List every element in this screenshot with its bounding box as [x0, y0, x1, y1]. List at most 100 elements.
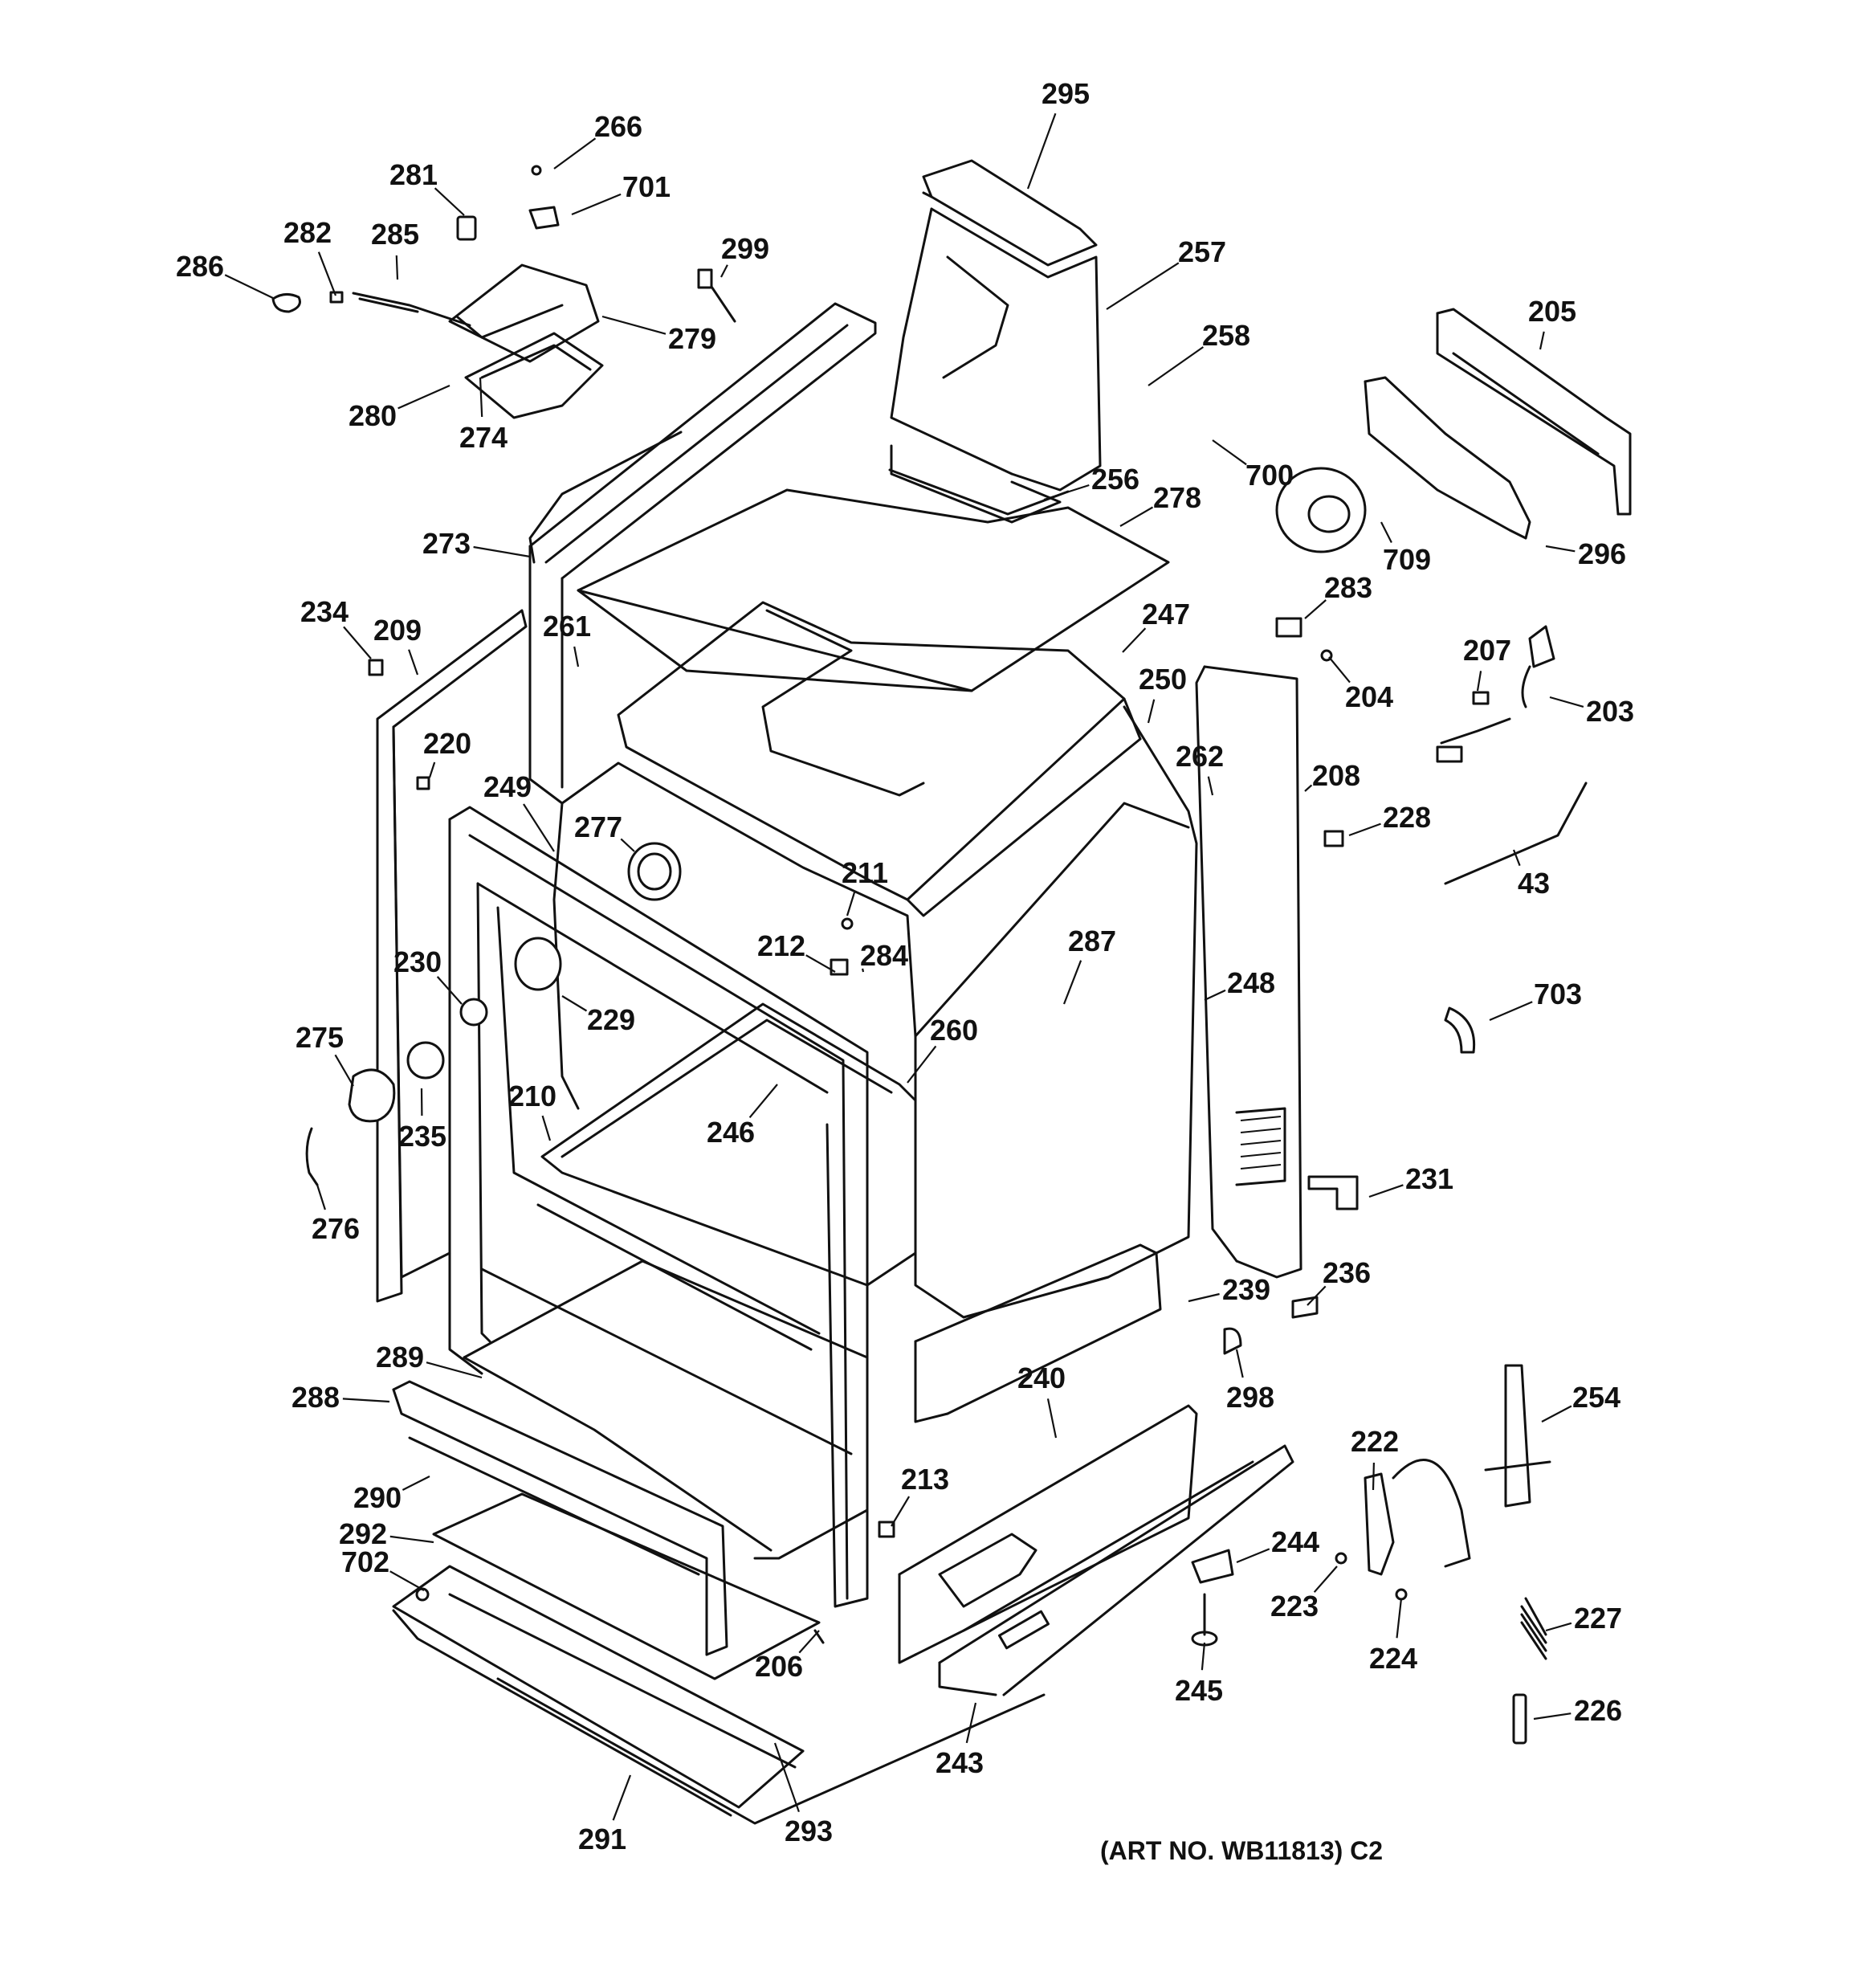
side-panel-right [1195, 665, 1302, 1279]
part-number-290: 290 [353, 1481, 402, 1514]
part-number-296: 296 [1578, 537, 1626, 570]
part-number-289: 289 [376, 1341, 424, 1374]
callout-296: 296 [1545, 537, 1626, 570]
callout-275: 275 [296, 1021, 354, 1087]
callout-247: 247 [1122, 598, 1190, 653]
top-panel [528, 431, 1170, 692]
callout-293: 293 [773, 1742, 833, 1847]
leader-line-43 [1512, 849, 1521, 867]
leader-line-243 [965, 1702, 977, 1744]
callout-229: 229 [561, 995, 635, 1036]
leader-line-209 [408, 649, 419, 676]
callout-211: 211 [842, 856, 888, 916]
part-number-279: 279 [668, 322, 716, 355]
leader-line-290 [402, 1476, 430, 1491]
leader-line-274 [479, 377, 483, 418]
part-number-246: 246 [707, 1116, 755, 1149]
leader-line-293 [773, 1742, 800, 1813]
part-number-229: 229 [587, 1003, 635, 1036]
part-number-207: 207 [1463, 634, 1511, 667]
top-frame-rail [528, 302, 877, 805]
leader-line-205 [1539, 331, 1545, 350]
part-number-256: 256 [1091, 463, 1139, 496]
part-number-220: 220 [423, 727, 471, 760]
callout-220: 220 [423, 727, 471, 778]
leader-line-222 [1372, 1462, 1375, 1491]
leader-line-248 [1204, 989, 1226, 1001]
drawer-assembly [392, 1259, 1046, 1825]
leader-line-277 [620, 838, 635, 852]
leader-line-281 [434, 187, 465, 216]
leader-line-223 [1313, 1565, 1338, 1593]
leader-line-295 [1026, 112, 1057, 190]
leader-line-229 [561, 995, 588, 1012]
part-number-231: 231 [1405, 1162, 1453, 1195]
part-number-227: 227 [1574, 1602, 1622, 1635]
leader-line-206 [798, 1630, 820, 1654]
leader-line-239 [1188, 1292, 1220, 1303]
part-number-240: 240 [1017, 1361, 1066, 1394]
leader-line-276 [316, 1184, 326, 1210]
leader-line-262 [1207, 776, 1214, 796]
callout-285: 285 [371, 218, 419, 280]
callout-212: 212 [757, 929, 836, 973]
part-number-205: 205 [1528, 295, 1576, 328]
leader-line-266 [553, 137, 597, 169]
part-number-701: 701 [622, 170, 671, 203]
back-panels [1275, 308, 1632, 553]
part-number-213: 213 [901, 1463, 949, 1496]
callout-43: 43 [1512, 849, 1550, 900]
leader-line-208 [1304, 784, 1313, 792]
callout-248: 248 [1204, 966, 1275, 1001]
part-number-206: 206 [755, 1650, 803, 1683]
callout-245: 245 [1175, 1642, 1223, 1707]
callout-231: 231 [1368, 1162, 1453, 1198]
callout-206: 206 [755, 1630, 820, 1683]
leader-line-257 [1106, 262, 1180, 310]
leader-line-275 [334, 1054, 354, 1087]
part-number-211: 211 [842, 856, 888, 889]
flue-duct [888, 159, 1102, 524]
callout-235: 235 [398, 1088, 446, 1153]
part-number-204: 204 [1345, 680, 1393, 713]
callout-278: 278 [1119, 481, 1201, 527]
part-number-281: 281 [389, 158, 438, 191]
callout-205: 205 [1528, 295, 1576, 350]
callout-234: 234 [300, 595, 372, 659]
leader-line-702 [389, 1570, 425, 1591]
part-number-235: 235 [398, 1120, 446, 1153]
part-number-226: 226 [1574, 1694, 1622, 1727]
leader-line-228 [1348, 823, 1381, 837]
part-number-276: 276 [312, 1212, 360, 1245]
part-number-287: 287 [1068, 925, 1116, 957]
leader-line-212 [805, 954, 836, 973]
part-number-208: 208 [1312, 759, 1360, 792]
side-panel-left [376, 609, 528, 1303]
callout-239: 239 [1188, 1273, 1270, 1306]
leader-line-701 [571, 193, 622, 216]
part-number-702: 702 [341, 1545, 389, 1578]
part-number-254: 254 [1572, 1381, 1620, 1414]
leader-line-709 [1380, 521, 1392, 543]
callout-249: 249 [483, 770, 555, 852]
part-number-275: 275 [296, 1021, 344, 1054]
part-number-700: 700 [1245, 459, 1294, 492]
leader-line-284 [862, 968, 865, 973]
callout-266: 266 [553, 110, 642, 169]
leader-line-296 [1545, 545, 1576, 553]
callout-281: 281 [389, 158, 465, 216]
part-number-277: 277 [574, 810, 622, 843]
part-number-295: 295 [1042, 77, 1090, 110]
part-number-298: 298 [1226, 1381, 1274, 1414]
leader-line-260 [907, 1045, 937, 1084]
part-number-258: 258 [1202, 319, 1250, 352]
callout-203: 203 [1549, 695, 1634, 728]
callout-701: 701 [571, 170, 671, 216]
callout-226: 226 [1533, 1694, 1622, 1727]
callout-279: 279 [601, 315, 716, 355]
callout-290: 290 [353, 1476, 430, 1514]
callout-209: 209 [373, 614, 422, 676]
callout-703: 703 [1489, 978, 1582, 1022]
callout-208: 208 [1304, 759, 1360, 792]
